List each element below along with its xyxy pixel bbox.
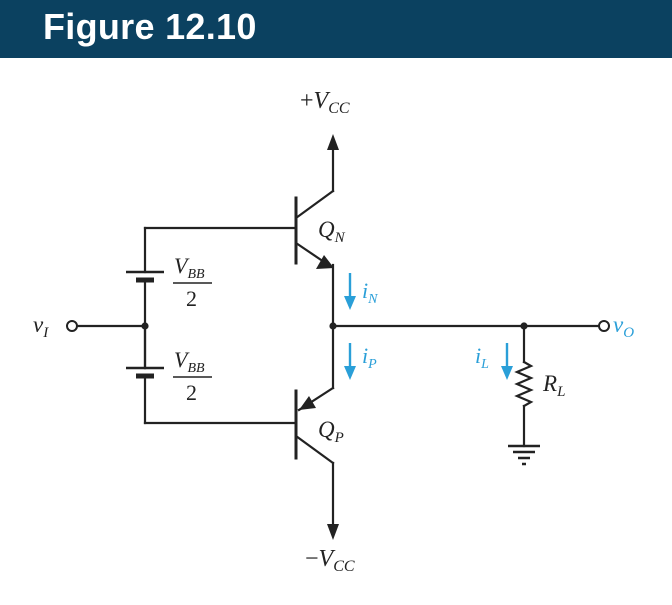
- in-current-arrowhead: [344, 296, 356, 310]
- vo-terminal: [598, 320, 610, 332]
- qp-label: QP: [318, 417, 344, 446]
- vi-label: vI: [33, 312, 49, 341]
- vcc-neg-label: −VCC: [305, 546, 355, 575]
- vcc-neg-arrowhead: [327, 524, 339, 540]
- vcc-pos-label: +VCC: [300, 88, 350, 117]
- junction-bias-node: [141, 322, 149, 330]
- junction-output-node: [329, 322, 337, 330]
- battery-bottom: [126, 366, 164, 379]
- qn-collector: [294, 189, 335, 220]
- ip-current-label: iP: [362, 343, 377, 372]
- push-pull-circuit-diagram: +VCC −VCC QN QP VBB 2 VBB 2 vI vO RL iN …: [33, 88, 634, 575]
- il-current-label: iL: [475, 343, 489, 372]
- battery-top: [126, 270, 164, 283]
- vbb-bot-denominator: 2: [186, 380, 197, 405]
- vbb-top-denominator: 2: [186, 286, 197, 311]
- rl-label: RL: [542, 371, 565, 400]
- vcc-pos-arrowhead: [327, 134, 339, 150]
- ground-symbol: [508, 444, 540, 466]
- figure-header-bar: Figure 12.10: [0, 0, 672, 58]
- vi-terminal: [66, 320, 78, 332]
- qp-emitter-arrowhead: [299, 396, 316, 410]
- qn-label: QN: [318, 217, 346, 246]
- qp-collector: [294, 434, 335, 465]
- qn-emitter-arrowhead: [316, 255, 334, 269]
- in-current-label: iN: [362, 278, 378, 307]
- figure-title: Figure 12.10: [43, 6, 257, 47]
- rl-resistor-zigzag: [514, 360, 534, 408]
- vo-label: vO: [613, 312, 634, 341]
- ip-current-arrowhead: [344, 366, 356, 380]
- junction-rl-node: [520, 322, 528, 330]
- vbb-top-numerator: VBB: [174, 253, 205, 282]
- vbb-bot-numerator: VBB: [174, 347, 205, 376]
- il-current-arrowhead: [501, 366, 513, 380]
